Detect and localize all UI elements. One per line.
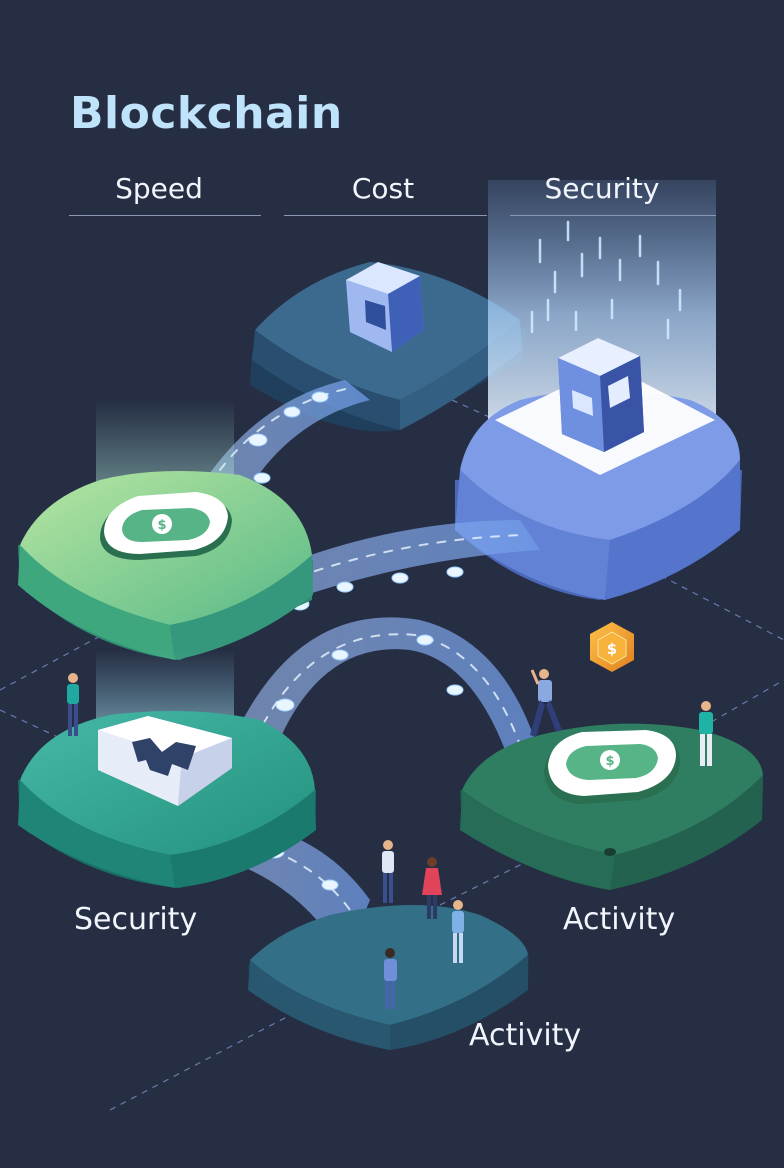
node-label-security: Security [74,902,198,937]
person-figure [699,701,713,766]
node-label-activity-right: Activity [563,902,676,937]
chain-link-icon-activity: $ [544,730,680,804]
coin-icon: $ [590,622,634,672]
column-header-cost: Cost [351,172,415,205]
column-header-security: Security [544,172,660,205]
column-divider-security [510,215,716,216]
platform-security-left [18,650,316,888]
security-block-icon [558,338,644,452]
bridge-tokens [248,391,464,924]
ledger-block-icon [98,716,232,806]
chain-link-symbol-speed: $ [157,518,166,533]
node-label-activity-bottom: Activity [469,1018,582,1053]
column-header-speed: Speed [115,172,203,205]
cost-block-icon [346,262,424,352]
person-figure [67,673,79,736]
person-figure [422,857,442,919]
platform-security [455,365,742,600]
column-divider-speed [69,215,261,216]
person-figure [452,900,464,963]
person-figure [382,840,394,903]
page-title: Blockchain [70,88,343,139]
coin-symbol: $ [607,640,617,658]
person-figure [530,669,562,737]
chain-link-icon-speed: $ [100,492,232,560]
person-figure [384,948,397,1009]
chain-link-symbol-activity: $ [605,754,614,769]
platform-activity-right [460,723,763,890]
column-divider-cost [284,215,487,216]
